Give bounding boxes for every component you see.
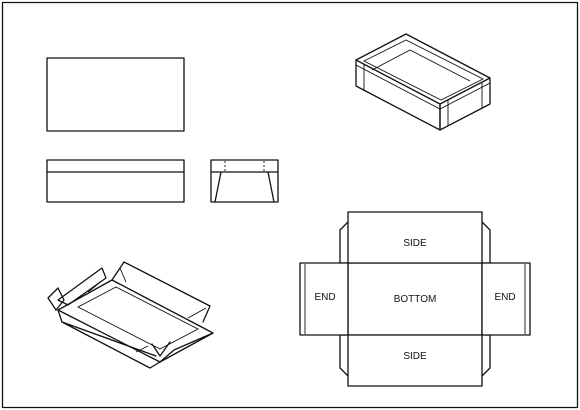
box-end-view	[210, 159, 279, 203]
net-label-bottom: BOTTOM	[394, 294, 437, 305]
box-top-view	[46, 57, 185, 132]
net-side-panel-bottom	[347, 334, 483, 387]
net-end-panel-left	[299, 262, 349, 336]
net-label-end-left: END	[314, 292, 335, 303]
net-label-side-bottom: SIDE	[403, 351, 427, 362]
net-label-end-right: END	[494, 292, 515, 303]
net-end-panel-right	[481, 262, 531, 336]
net-label-side-top: SIDE	[403, 238, 427, 249]
box-front-view	[46, 159, 185, 203]
partly-folded-box	[47, 261, 214, 369]
net-side-panel-top	[347, 211, 483, 264]
assembled-box-isometric	[355, 33, 491, 131]
box-net-unfolded: SIDE BOTTOM END END SIDE	[299, 211, 531, 387]
